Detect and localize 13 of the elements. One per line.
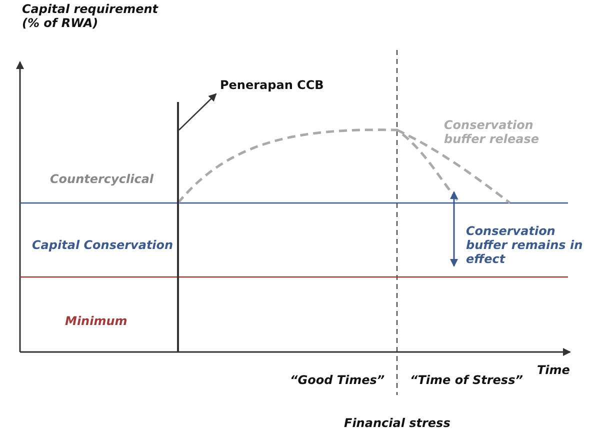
axis-title: Capital requirement (% of RWA) xyxy=(22,2,160,30)
marker-label: Financial stress xyxy=(344,416,452,430)
start-line xyxy=(177,102,179,352)
arrow xyxy=(178,93,217,130)
period-label: “Time of Stress” xyxy=(410,373,524,387)
zone-label: Capital Conservation xyxy=(32,238,174,252)
zone-label: Minimum xyxy=(65,314,128,328)
axis-title: Time xyxy=(537,363,571,377)
period-label: “Good Times” xyxy=(290,373,386,387)
buffer-note: Conservation buffer remains in effect xyxy=(466,224,584,266)
curve-label: Conservation buffer release xyxy=(444,118,540,146)
zone-label: Countercyclical xyxy=(50,172,155,186)
annotation-text: Penerapan CCB xyxy=(218,76,326,94)
